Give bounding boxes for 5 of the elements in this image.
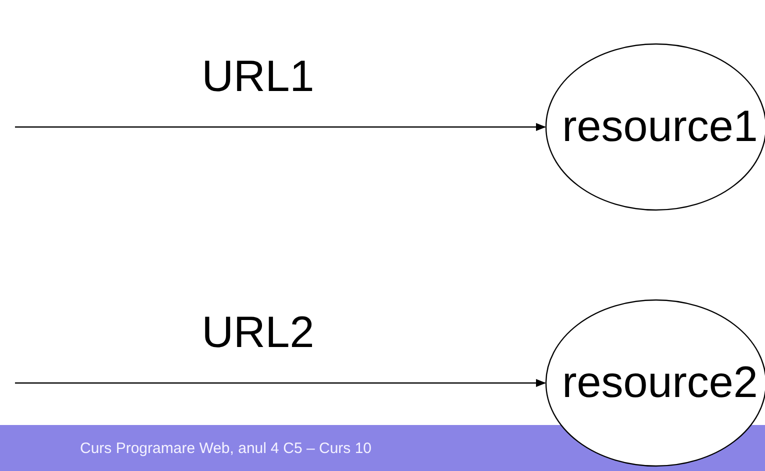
arrow (15, 379, 546, 387)
node-label: resource2 (562, 358, 758, 408)
footer-text: Curs Programare Web, anul 4 C5 – Curs 10 (80, 440, 372, 457)
node-label: resource1 (562, 102, 758, 152)
arrow (15, 123, 546, 131)
